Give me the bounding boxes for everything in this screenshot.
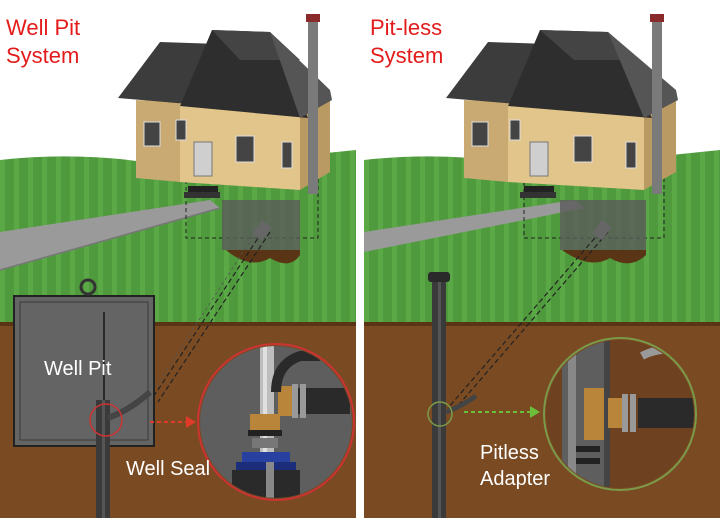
panel-title-line-2: System <box>370 43 444 68</box>
buried-line <box>145 220 272 403</box>
well-casing <box>427 272 478 518</box>
grass-field <box>364 150 720 330</box>
well-pit-illustration <box>0 14 356 518</box>
well-seal-callout <box>197 343 355 501</box>
well-pit-panel: Well Pit System Well Pit Well Seal <box>0 0 356 518</box>
pitless-illustration <box>364 14 720 518</box>
pitless-adapter-label-line-2: Adapter <box>480 468 551 490</box>
pitless-adapter-callout <box>543 337 697 491</box>
panel-divider <box>356 0 364 518</box>
house-icon <box>118 14 332 198</box>
panel-title: Pit-less System <box>370 14 443 70</box>
panel-title-line-2: System <box>6 43 80 68</box>
pitless-panel: Pit-less System Pitless Adapter <box>364 0 720 518</box>
well-seal-label: Well Seal <box>126 458 211 480</box>
callout-arrow <box>464 406 540 418</box>
panel-title: Well Pit System <box>6 14 80 70</box>
house-icon <box>446 14 678 198</box>
well-pit-label: Well Pit <box>44 358 112 380</box>
well-seal-plate <box>242 452 290 462</box>
callout-arrow <box>150 416 196 428</box>
pitless-adapter-label-line-1: Pitless <box>480 442 539 464</box>
buried-line <box>447 220 612 409</box>
panel-title-line-1: Well Pit <box>6 15 81 40</box>
panel-title-line-1: Pit-less <box>370 15 443 40</box>
well-pit-box <box>13 278 155 447</box>
pitless-adapter-label: Pitless Adapter <box>480 440 550 492</box>
grass-field <box>0 150 356 330</box>
driveway <box>0 200 220 270</box>
driveway <box>364 200 584 252</box>
